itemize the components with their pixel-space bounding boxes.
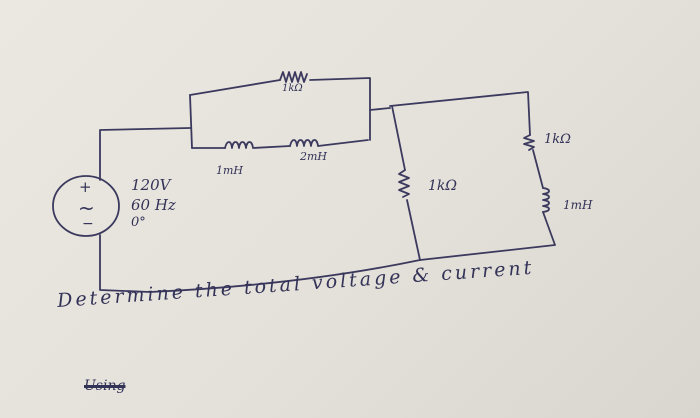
label-inductor-2: 2mH (300, 150, 328, 163)
label-top-resistor: 1kΩ (282, 83, 303, 94)
resistor-right (523, 134, 535, 151)
resistor-middle (398, 169, 410, 198)
label-right-inductor: 1mH (563, 198, 593, 212)
source-plus: + (79, 178, 92, 196)
source-minus: − (82, 216, 94, 232)
resistor-top (279, 71, 308, 83)
inductor-1mh (224, 141, 291, 149)
label-middle-resistor: 1kΩ (428, 178, 457, 194)
source-voltage: 120V (131, 176, 171, 194)
label-right-resistor: 1kΩ (544, 132, 571, 147)
wire-middle-branch-top (391, 105, 406, 171)
wire-right-top (389, 91, 531, 136)
inductor-2mh (289, 139, 369, 147)
inductor-right (542, 187, 550, 213)
crossed-out-word: Using (84, 378, 126, 394)
ac-symbol-icon: ~ (78, 196, 95, 220)
wire-right-bottom (419, 211, 556, 261)
wire-parallel-top-right (309, 77, 371, 141)
wire-middle-branch-bottom (406, 199, 421, 261)
wire-to-right-block (369, 107, 391, 111)
wire-source-top (99, 127, 191, 181)
ac-source-circle (52, 175, 120, 237)
source-frequency: 60 Hz (131, 196, 176, 214)
wire-right-mid (532, 149, 544, 189)
wire-parallel-left (189, 94, 193, 149)
source-phase: 0° (131, 215, 146, 230)
wire-parallel-top-left (189, 79, 281, 96)
label-inductor-1: 1mH (216, 164, 244, 177)
wire-source-bottom (99, 234, 421, 293)
